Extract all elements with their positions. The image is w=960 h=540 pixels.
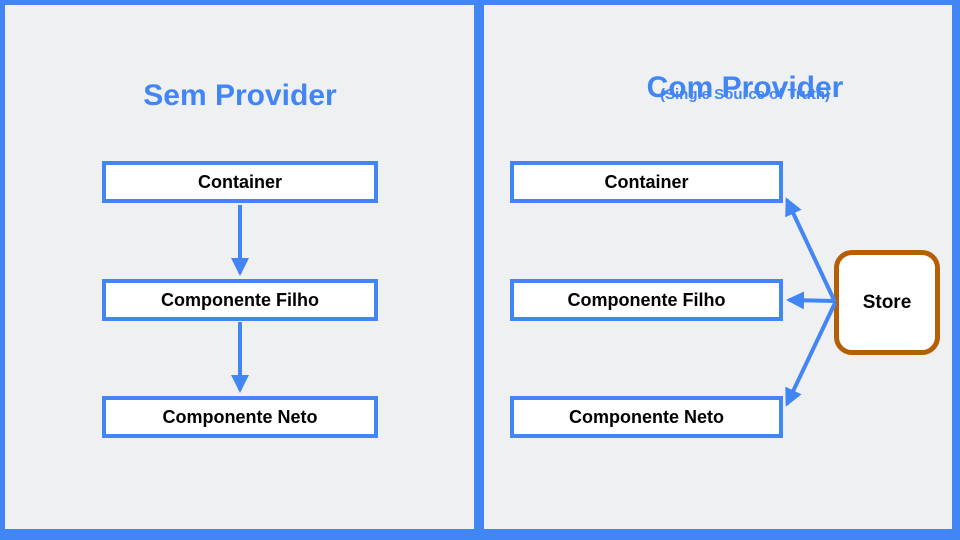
node-componente-filho-left-label: Componente Filho	[161, 289, 319, 310]
node-container-left-label: Container	[197, 171, 282, 192]
com-provider-subtitle: (Single Source of Truth)	[659, 86, 830, 103]
node-container-left: Container	[102, 161, 378, 203]
node-componente-neto-right: Componente Neto	[510, 396, 783, 438]
node-componente-filho-right-label: Componente Filho	[567, 289, 726, 310]
node-componente-filho-right: Componente Filho	[510, 279, 783, 321]
node-store-label: Store	[862, 291, 912, 313]
node-componente-neto-left: Componente Neto	[102, 396, 378, 438]
node-componente-filho-left: Componente Filho	[102, 279, 378, 321]
node-store: Store	[834, 250, 940, 355]
com-provider-title: Com Provider	[646, 71, 844, 105]
node-container-right: Container	[510, 161, 783, 203]
node-container-right-label: Container	[604, 171, 689, 192]
node-componente-neto-left-label: Componente Neto	[162, 406, 318, 427]
node-componente-neto-right-label: Componente Neto	[569, 406, 724, 427]
sem-provider-title: Sem Provider	[143, 79, 337, 113]
